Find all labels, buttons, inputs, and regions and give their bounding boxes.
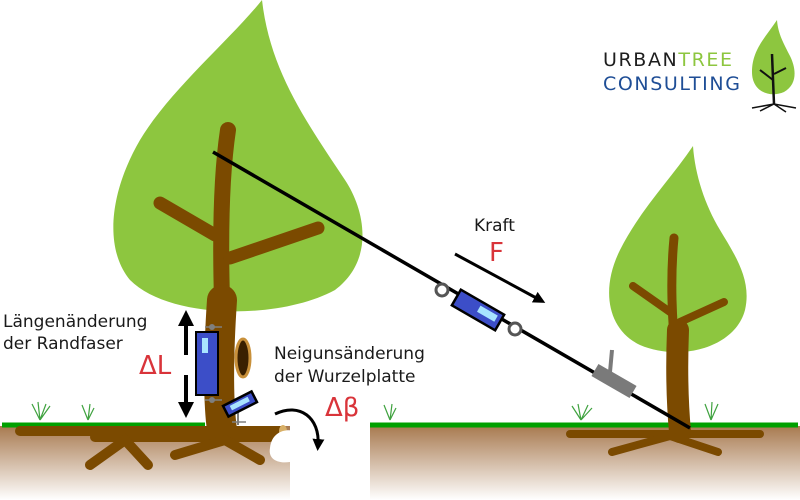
grass-tuft-icon: [31, 401, 719, 421]
logo-word-consulting: CONSULTING: [603, 73, 742, 95]
force-direction-arrow-icon: [454, 252, 546, 303]
soil-uplift-cloud: [269, 427, 370, 466]
winch-tensioner-icon: [591, 349, 637, 399]
tilt-arrow-icon: [274, 408, 325, 451]
right-tree-trunk: [629, 233, 728, 443]
extensometer-sensor-icon: [195, 324, 222, 403]
tilt-label-line2: der Wurzelplatte: [274, 367, 416, 387]
fiber-label-line1: Längenänderung: [3, 312, 148, 332]
soil-right: [370, 426, 800, 500]
dynamometer-icon: [434, 282, 523, 337]
left-tree-roots: [15, 426, 285, 470]
fiber-symbol: ΔL: [139, 351, 172, 381]
company-logo: URBANTREE CONSULTING: [603, 48, 742, 96]
right-tree-foliage: [609, 146, 747, 353]
logo-word-tree: TREE: [678, 49, 734, 71]
right-tree-roots: [566, 430, 764, 456]
left-tree-trunk: [153, 122, 325, 445]
tilt-label-line1: Neigunsänderung: [274, 344, 425, 364]
logo-word-urban: URBAN: [603, 49, 679, 71]
inclinometer-sensor-icon: [221, 389, 259, 425]
fiber-label-line2: der Randfaser: [3, 334, 123, 354]
left-tree-foliage: [113, 0, 363, 312]
tilt-symbol: Δβ: [325, 393, 360, 423]
force-label: Kraft: [474, 216, 515, 236]
trunk-cavity: [234, 337, 252, 379]
logo-tree-icon: [751, 20, 797, 113]
force-symbol: F: [489, 238, 504, 268]
